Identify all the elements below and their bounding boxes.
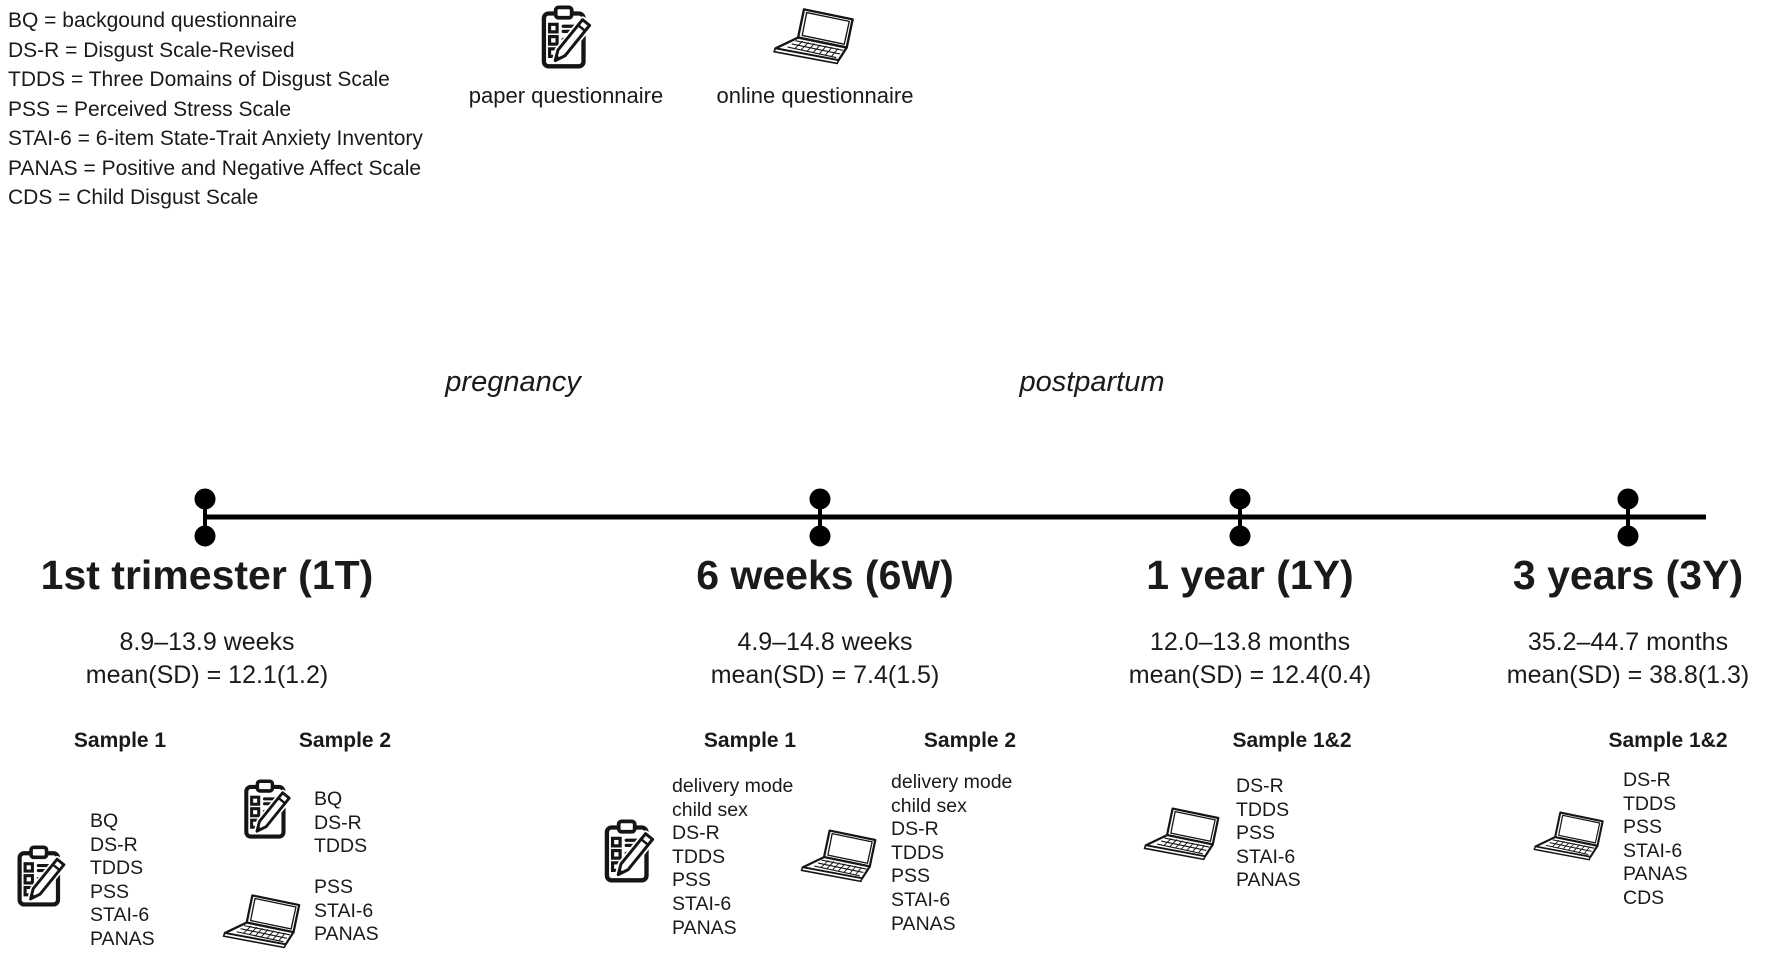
questionnaire-item: PANAS <box>672 916 737 939</box>
legend-line-panas: PANAS = Positive and Negative Affect Sca… <box>8 156 422 180</box>
timepoint-range: 12.0–13.8 months <box>1149 628 1351 656</box>
questionnaire-item: STAI-6 <box>891 888 951 911</box>
online-questionnaire-label: online questionnaire <box>716 83 914 108</box>
timepoint-6w: 6 weeks (6W) 4.9–14.8 weeks mean(SD) = 7… <box>595 550 1055 692</box>
timepoint-title: 1st trimester (1T) <box>40 552 374 598</box>
questionnaire-item: DS-R <box>1623 769 1671 791</box>
legend-line-cds: CDS = Child Disgust Scale <box>8 186 259 209</box>
questionnaire-item: DS-R <box>1236 775 1284 797</box>
timepoint-title: 6 weeks (6W) <box>696 552 954 598</box>
timeline-marker-1y <box>1229 488 1251 547</box>
questionnaire-item: DS-R <box>90 833 138 856</box>
phase-label-pregnancy: pregnancy <box>445 366 581 398</box>
timepoint-mean: mean(SD) = 38.8(1.3) <box>1506 661 1750 689</box>
laptop-icon <box>770 8 858 68</box>
clipboard-pencil-icon <box>601 819 659 885</box>
timepoint-1y: 1 year (1Y) 12.0–13.8 months mean(SD) = … <box>1020 550 1480 692</box>
questionnaire-item: DS-R <box>314 811 362 834</box>
timeline-marker-1t <box>194 488 216 547</box>
legend-line-stai6: STAI-6 = 6-item State-Trait Anxiety Inve… <box>8 127 423 150</box>
questionnaire-item: child sex <box>891 794 967 817</box>
timeline-marker-6w <box>809 488 831 547</box>
questionnaire-item: DS-R <box>672 822 720 845</box>
questionnaire-item: CDS <box>1623 886 1665 909</box>
questionnaire-item: TDDS <box>90 857 144 880</box>
timeline <box>194 488 1706 547</box>
questionnaire-item: PSS <box>1623 816 1663 839</box>
questionnaire-item: STAI-6 <box>314 899 374 922</box>
questionnaire-item: TDDS <box>314 835 368 858</box>
abbreviation-legend: BQ = backgound questionnaire DS-R = Disg… <box>8 6 423 213</box>
questionnaire-item: TDDS <box>1623 792 1677 815</box>
paper-questionnaire-label: paper questionnaire <box>468 83 664 108</box>
timepoint-range: 8.9–13.9 weeks <box>119 628 295 656</box>
legend-line-pss: PSS = Perceived Stress Scale <box>8 97 292 121</box>
laptop-icon <box>798 829 880 886</box>
questionnaire-item: STAI-6 <box>1236 845 1296 868</box>
sample-header-1t-s2: Sample 2 <box>298 729 392 752</box>
questionnaire-item: PSS <box>891 865 931 888</box>
timepoint-title: 1 year (1Y) <box>1146 552 1354 598</box>
questionnaire-item: delivery mode <box>891 771 1013 793</box>
timepoint-1t: 1st trimester (1T) 8.9–13.9 weeks mean(S… <box>0 550 437 692</box>
legend-line-dsr: DS-R = Disgust Scale-Revised <box>8 38 295 62</box>
clipboard-pencil-icon <box>538 5 596 71</box>
phase-label-postpartum: postpartum <box>1019 366 1165 398</box>
questionnaire-item: STAI-6 <box>672 892 732 915</box>
questionnaire-item: child sex <box>672 798 748 821</box>
timeline-marker-3y <box>1617 488 1639 547</box>
questionnaire-item: DS-R <box>891 818 939 841</box>
questionnaire-item: PANAS <box>891 912 956 935</box>
sample-header-6w-s1: Sample 1 <box>703 729 797 752</box>
timepoint-title: 3 years (3Y) <box>1512 552 1744 598</box>
questionnaire-item: PSS <box>672 869 712 892</box>
timepoint-mean: mean(SD) = 12.4(0.4) <box>1128 661 1372 689</box>
laptop-icon <box>220 894 304 952</box>
questionnaire-item: PANAS <box>90 927 155 950</box>
laptop-icon <box>1531 811 1607 864</box>
sample-header-6w-s2: Sample 2 <box>923 729 1017 752</box>
timepoint-mean: mean(SD) = 12.1(1.2) <box>85 661 329 689</box>
sample-header-1y: Sample 1&2 <box>1232 729 1352 752</box>
sample-header-1t-s1: Sample 1 <box>73 729 167 752</box>
questionnaire-item: STAI-6 <box>90 904 150 927</box>
questionnaire-item: PSS <box>90 880 130 903</box>
timepoint-range: 35.2–44.7 months <box>1527 628 1729 656</box>
questionnaire-item: BQ <box>314 788 343 810</box>
questionnaire-item: PANAS <box>1623 863 1688 886</box>
questionnaire-item: TDDS <box>891 841 945 864</box>
questionnaire-item: PSS <box>1236 822 1276 845</box>
laptop-icon <box>1141 807 1223 864</box>
questionnaire-item: TDDS <box>1236 798 1290 821</box>
legend-line-bq: BQ = backgound questionnaire <box>8 9 297 32</box>
questionnaire-item: PANAS <box>1236 869 1301 892</box>
questionnaire-item: TDDS <box>672 845 726 868</box>
questionnaire-item: delivery mode <box>672 775 794 797</box>
clipboard-pencil-icon <box>241 779 295 841</box>
questionnaire-item: BQ <box>90 810 119 832</box>
legend-line-tdds: TDDS = Three Domains of Disgust Scale <box>8 68 390 91</box>
sample-header-3y: Sample 1&2 <box>1608 729 1728 752</box>
timepoint-range: 4.9–14.8 weeks <box>737 628 913 656</box>
questionnaire-item: PSS <box>314 876 354 898</box>
timepoint-mean: mean(SD) = 7.4(1.5) <box>710 661 940 689</box>
timepoint-3y: 3 years (3Y) 35.2–44.7 months mean(SD) =… <box>1398 550 1772 692</box>
clipboard-pencil-icon <box>14 845 70 909</box>
questionnaire-item: PANAS <box>314 923 379 946</box>
questionnaire-item: STAI-6 <box>1623 839 1683 862</box>
